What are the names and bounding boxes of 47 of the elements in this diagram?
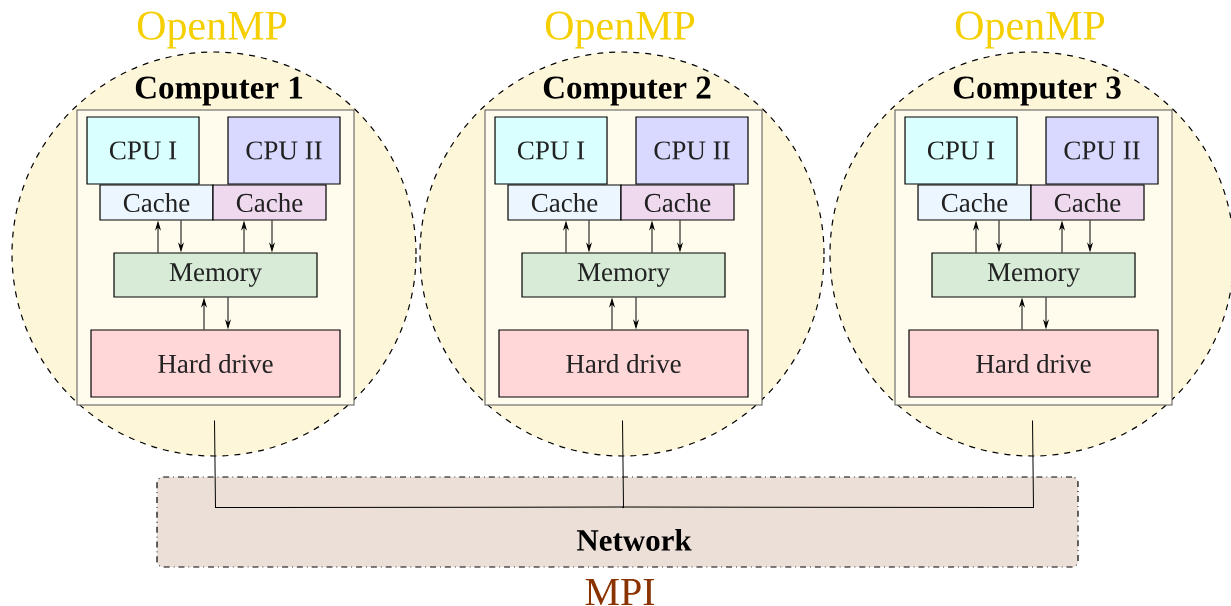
computer-heading: Computer 3 [953,76,1121,106]
cache-box: Cache [99,184,214,221]
connector [201,298,207,330]
cache-box: Cache [620,184,735,221]
connector [621,420,1034,508]
cache-box: Cache [917,184,1032,221]
connector [621,420,624,508]
connector [1043,297,1049,329]
cache-box: Cache [507,184,622,221]
connector [214,420,623,508]
memory-box: Memory [113,252,318,298]
connector [996,220,1002,252]
connector [649,221,655,253]
cache-box: Cache [1030,184,1145,221]
connector [1019,298,1025,330]
connector [225,297,231,329]
hard-drive-box: Hard drive [498,329,749,398]
connector [563,221,569,253]
cpu-box: CPU II [635,116,749,185]
hard-drive-box: Hard drive [908,329,1159,398]
connector [155,221,161,253]
cache-box: Cache [212,184,327,221]
openmp-label: OpenMP [955,11,1105,49]
cpu-box: CPU I [86,116,200,185]
cpu-box: CPU I [494,116,608,185]
connector [586,220,592,252]
hard-drive-box: Hard drive [90,329,341,398]
cpu-box: CPU II [227,116,341,185]
connector [1087,220,1093,252]
connector [1059,221,1065,253]
memory-box: Memory [931,252,1136,298]
mpi-label: MPI [585,578,655,606]
connector [677,220,683,252]
computer-heading: Computer 1 [135,76,303,106]
cpu-box: CPU II [1045,116,1159,185]
memory-box: Memory [521,252,726,298]
openmp-label: OpenMP [545,11,695,49]
connector [178,220,184,252]
cpu-box: CPU I [904,116,1018,185]
connector [633,297,639,329]
connector [973,221,979,253]
openmp-label: OpenMP [137,11,287,49]
connector [269,220,275,252]
connector [609,298,615,330]
connector [241,221,247,253]
network-label: Network [576,529,692,551]
computer-heading: Computer 2 [543,76,711,106]
